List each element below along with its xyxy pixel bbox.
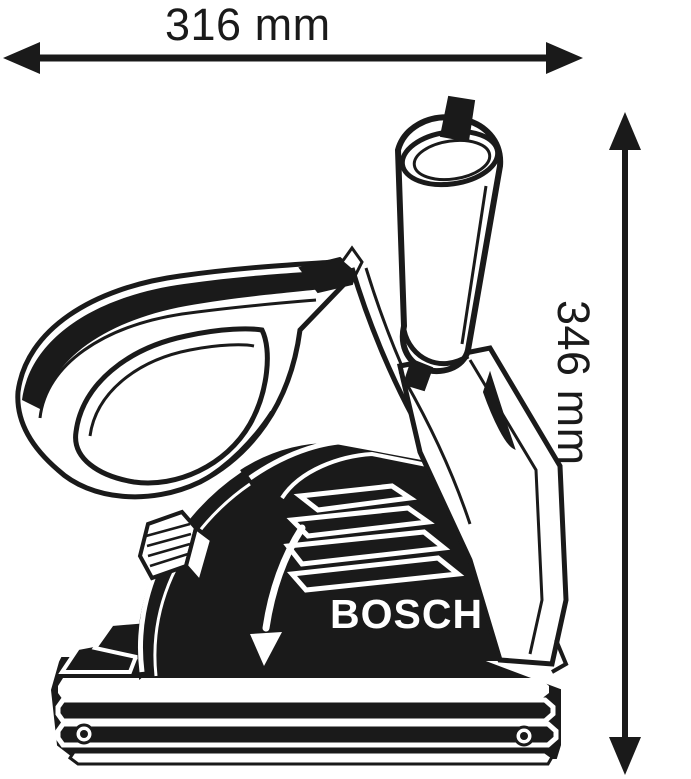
base-plate	[50, 657, 561, 766]
guide-roller-left	[73, 723, 95, 745]
bosch-wordmark: BOSCH	[330, 591, 483, 637]
width-dimension-label: 316 mm	[165, 0, 331, 50]
tool-assembly: BOSCH	[15, 95, 569, 766]
height-dimension-label: 346 mm	[548, 300, 599, 466]
disc-rotation-arrow	[250, 524, 306, 666]
motor-housing	[396, 345, 569, 674]
extraction-port-cap	[439, 95, 476, 143]
dust-extraction-port	[394, 114, 504, 392]
height-dimension-arrow	[609, 112, 641, 775]
width-dimension-arrow	[3, 42, 583, 74]
guide-roller-right	[513, 725, 535, 747]
depth-adjustment-knob	[137, 509, 215, 587]
d-handle	[15, 259, 356, 500]
